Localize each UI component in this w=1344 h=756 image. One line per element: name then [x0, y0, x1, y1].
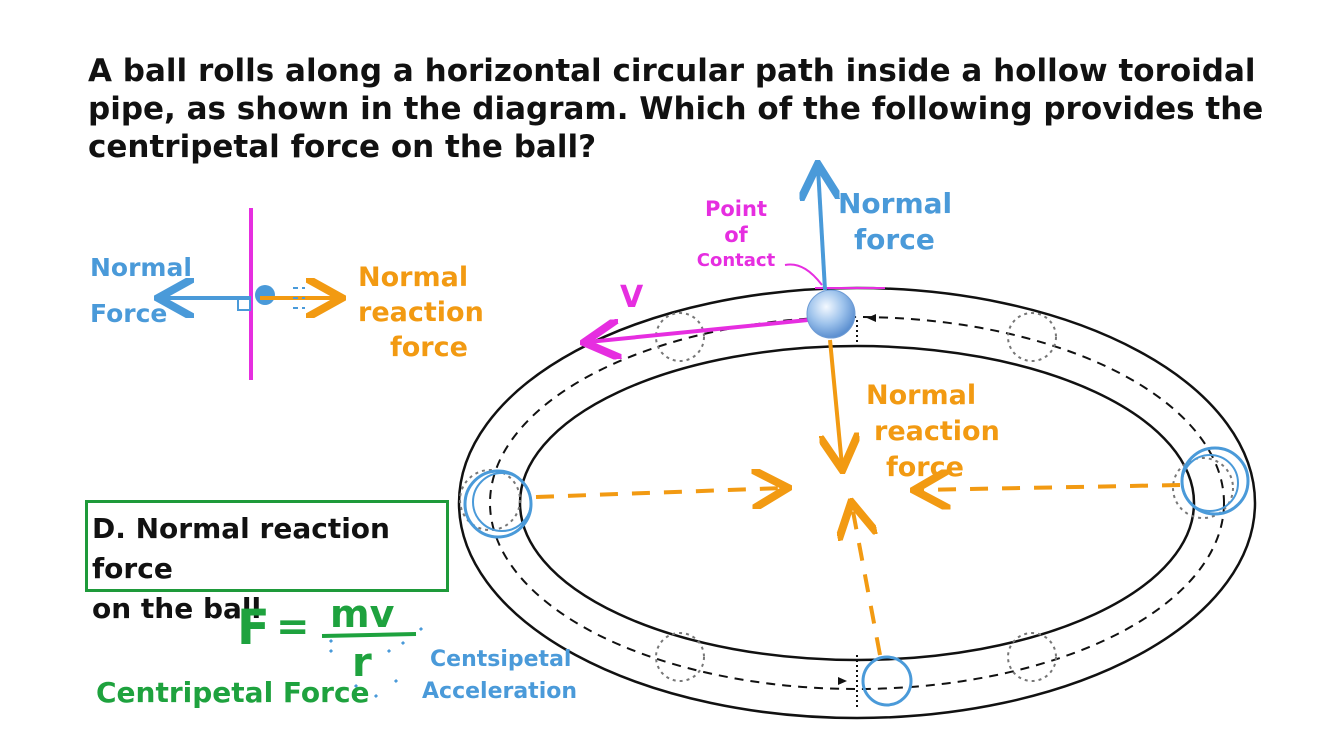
formula-drawing — [321, 626, 424, 699]
cross-section — [655, 632, 705, 682]
cross-section — [655, 312, 705, 362]
question-text: A ball rolls along a horizontal circular… — [88, 53, 1264, 165]
pipe-outer-edge — [457, 286, 1257, 720]
reaction-force-arrow — [830, 339, 842, 466]
velocity-arrow — [588, 318, 809, 342]
pipe-inner-edge — [518, 344, 1196, 662]
side-view-ball — [255, 285, 275, 305]
acceleration-label: Centsipetal Acceleration — [422, 647, 578, 704]
centripetal-arrows — [535, 485, 1181, 656]
answer-line-2: on the ball — [92, 592, 262, 625]
dashed-arrow-from-right — [918, 485, 1181, 490]
answer-box: D. Normal reaction force on the ball — [85, 500, 449, 625]
formula-equals: = — [276, 604, 310, 650]
toroidal-pipe — [457, 286, 1257, 720]
main-ball-forces — [588, 168, 885, 466]
cross-section — [459, 469, 521, 531]
right-angle-mark — [237, 297, 251, 311]
ball-cross-section-right — [1181, 454, 1239, 512]
dashed-arrow-from-bottom — [852, 506, 882, 656]
side-view — [162, 208, 338, 380]
cross-section — [1172, 457, 1234, 519]
side-normal-force-label: Normal Force — [90, 253, 192, 328]
formula-lhs: F — [237, 600, 270, 656]
point-of-contact-label: Point of Contact — [696, 197, 776, 271]
side-reaction-label: Normal reaction force — [358, 262, 484, 363]
cross-section — [1007, 632, 1057, 682]
ball — [806, 289, 856, 339]
formula-numerator: mv — [330, 592, 395, 636]
ball-cross-section-left — [472, 472, 532, 532]
fraction-bar — [321, 632, 417, 638]
normal-force-arrow — [818, 168, 825, 291]
answer-line-1: D. Normal reaction force — [92, 512, 390, 585]
reaction-force-label: Normal reaction force — [866, 380, 1000, 483]
cross-section — [1007, 312, 1057, 362]
contact-pointer — [784, 263, 823, 286]
velocity-label: V — [620, 280, 644, 315]
dashed-arrow-from-left — [535, 488, 784, 497]
ball-path — [489, 316, 1225, 690]
ball-cross-section-bottom — [861, 655, 913, 707]
formula-denominator: r — [352, 640, 372, 686]
centripetal-force-label: Centripetal Force — [96, 676, 370, 709]
normal-force-label: Normal force — [838, 187, 953, 256]
